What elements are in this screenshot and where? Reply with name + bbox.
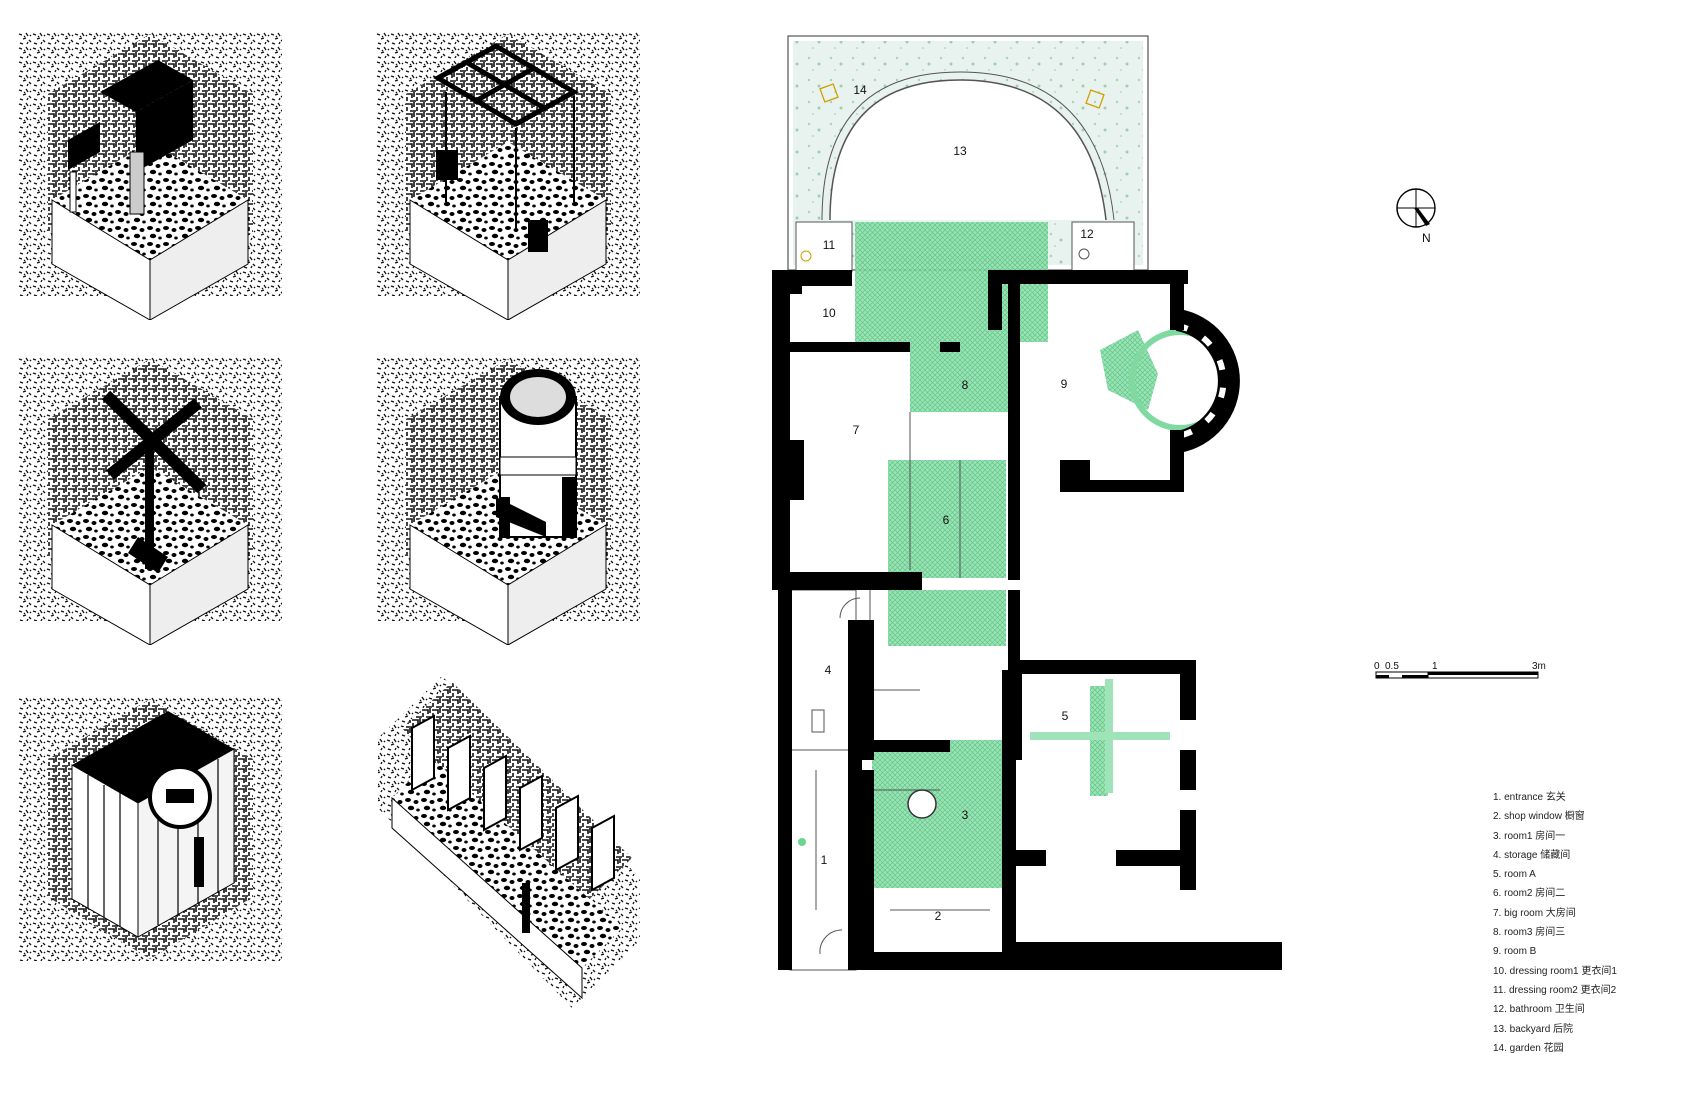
legend-item: 3. room1 房间一 — [1493, 830, 1566, 842]
legend-item: 14. garden 花园 — [1493, 1042, 1564, 1054]
scale-tick-0: 0 — [1374, 661, 1380, 672]
room-label-1: 1 — [821, 853, 828, 867]
north-arrow-icon — [1414, 208, 1430, 226]
legend-item: 2. shop window 橱窗 — [1493, 811, 1585, 823]
legend-item: 1. entrance 玄关 — [1493, 792, 1566, 803]
room-label-4: 4 — [825, 663, 832, 677]
legend-item: 13. backyard 后院 — [1493, 1023, 1574, 1035]
axonometric-drawing-6 — [378, 676, 640, 1008]
backyard-arc — [829, 79, 1107, 221]
compass-north-label: N — [1422, 231, 1431, 245]
legend-item: 7. big room 大房间 — [1493, 907, 1576, 919]
room-label-5: 5 — [1062, 709, 1069, 723]
scale-tick-05: 0.5 — [1385, 661, 1399, 672]
legend-item: 9. room B — [1493, 946, 1537, 958]
room-label-2: 2 — [935, 909, 942, 923]
axonometric-drawing-4 — [376, 357, 640, 645]
legend-item: 6. room2 房间二 — [1493, 888, 1566, 900]
legend-item: 12. bathroom 卫生间 — [1493, 1004, 1585, 1016]
room-label-3: 3 — [962, 808, 969, 822]
compass: N — [1396, 188, 1436, 245]
axonometric-drawing-3 — [18, 357, 282, 645]
scale-bar: 0 0.5 1 3m — [1374, 661, 1546, 679]
room-label-7: 7 — [853, 423, 860, 437]
room-label-14: 14 — [853, 83, 867, 97]
scale-tick-1: 1 — [1432, 661, 1438, 672]
scale-tick-3m: 3m — [1532, 661, 1546, 672]
chair-icon — [819, 83, 1105, 109]
axonometric-drawing-1 — [18, 32, 282, 320]
room-legend: 1. entrance 玄关 2. shop window 橱窗 3. room… — [1493, 788, 1617, 1058]
walls — [772, 270, 1282, 970]
legend-item: 4. storage 储藏间 — [1493, 849, 1571, 861]
floor-plan: 1 2 3 4 5 6 7 8 9 10 11 12 13 14 — [772, 35, 1282, 971]
room-label-11: 11 — [823, 238, 836, 252]
room-label-13: 13 — [953, 144, 967, 158]
room-label-12: 12 — [1080, 227, 1094, 241]
legend-item: 10. dressing room1 更衣间1 — [1493, 965, 1617, 977]
room-label-10: 10 — [822, 306, 836, 320]
room-label-9: 9 — [1061, 377, 1068, 391]
room-label-6: 6 — [943, 513, 950, 527]
axonometric-drawing-5 — [18, 697, 282, 961]
legend-item: 11. dressing room2 更衣间2 — [1493, 984, 1617, 996]
legend-item: 8. room3 房间三 — [1493, 927, 1566, 939]
axonometric-drawing-2 — [376, 32, 640, 320]
legend-item: 5. room A — [1493, 869, 1536, 881]
room-label-8: 8 — [962, 378, 969, 392]
